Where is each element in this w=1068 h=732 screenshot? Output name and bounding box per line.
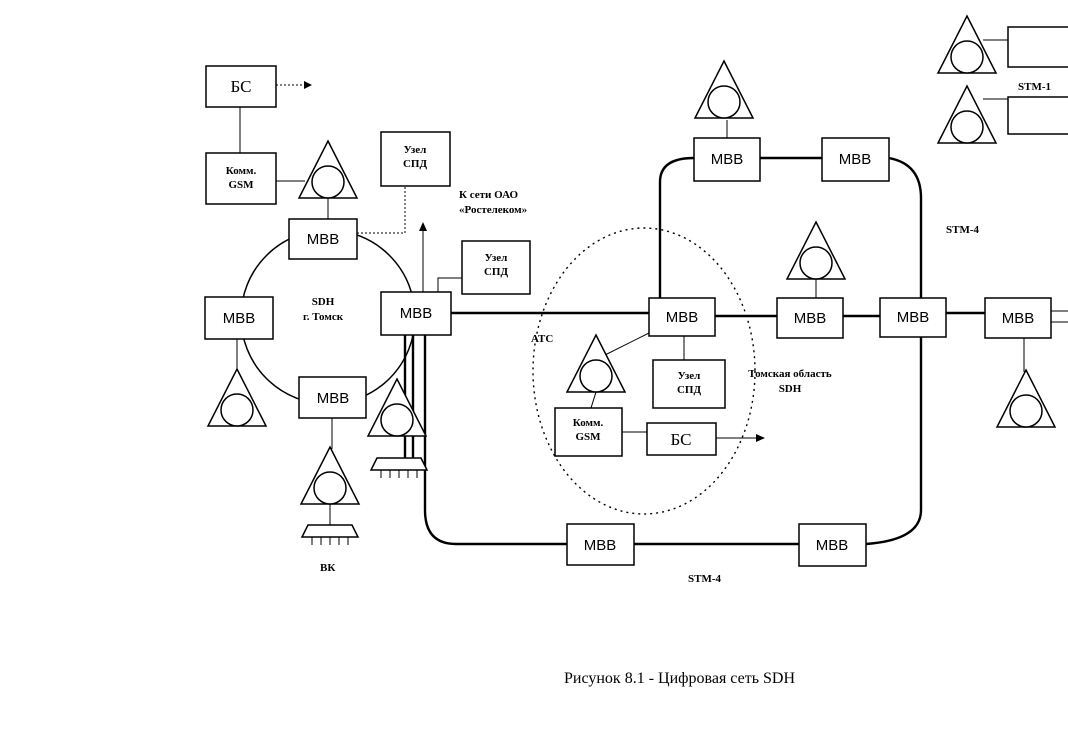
mbb-label: MBB	[666, 309, 699, 326]
mux-symbol	[369, 457, 429, 478]
spd-line2: СПД	[403, 158, 428, 170]
triangle-node	[936, 84, 998, 144]
mbb-node-region: MBB	[776, 297, 844, 339]
network-links	[236, 39, 1068, 546]
spd-line1: Узел	[404, 144, 427, 156]
triangle-node	[936, 14, 998, 74]
mbb-label: MBB	[1002, 310, 1035, 327]
bs-label: БС	[231, 77, 252, 96]
terminal-nodes	[206, 14, 1057, 505]
rostelecom-arrowhead	[419, 222, 427, 231]
mbb-node-city-top: MBB	[288, 218, 358, 260]
mbb-label: MBB	[584, 537, 617, 554]
spd-node-mid: Узел СПД	[461, 240, 531, 295]
comm-gsm-line1: Комм.	[573, 417, 604, 429]
spd-line1: Узел	[485, 252, 508, 264]
comm-gsm-line2: GSM	[228, 179, 254, 191]
stm4-label-upper: STM-4	[946, 224, 980, 236]
atc-region-ellipse	[532, 227, 756, 515]
rostelecom-line2: «Ростелеком»	[459, 204, 527, 216]
stm4-label-lower: STM-4	[688, 573, 722, 585]
stm1-legend-box-2	[1007, 96, 1068, 135]
vk-mux-symbol	[300, 524, 360, 545]
mbb-label: MBB	[711, 151, 744, 168]
mbb-node-upper-left: MBB	[693, 137, 761, 182]
atc-label: АТС	[531, 333, 553, 345]
spd-line2: СПД	[484, 266, 509, 278]
mbb-label: MBB	[307, 231, 340, 248]
mbb-node-city-hub: MBB	[380, 291, 452, 336]
ring-city-line1: SDH	[312, 296, 335, 308]
spd-line2: СПД	[677, 384, 702, 396]
upper-loop-right	[888, 156, 923, 298]
triangle-node	[995, 368, 1057, 428]
mbb-node-upper-right: MBB	[821, 137, 890, 182]
atc-triangle-link	[598, 329, 656, 359]
mbb-label: MBB	[317, 390, 350, 407]
spd-node-top: Узел СПД	[380, 131, 451, 187]
triangle-node	[693, 59, 755, 119]
triangle-node	[785, 220, 847, 280]
atc-gsm-link	[590, 391, 597, 409]
ring-city-line2: г. Томск	[303, 311, 344, 323]
spd-top-link	[357, 186, 406, 234]
triangle-node	[206, 367, 268, 427]
comm-gsm-node-atc: Комм. GSM	[554, 407, 623, 457]
spd-node-atc: Узел СПД	[652, 359, 726, 409]
comm-gsm-line1: Комм.	[226, 165, 257, 177]
mbb-label: MBB	[400, 305, 433, 322]
spd-line1: Узел	[678, 370, 701, 382]
mbb-label: MBB	[897, 309, 930, 326]
rostelecom-line1: К сети ОАО	[459, 189, 519, 201]
bs-node-top: БС	[205, 65, 277, 108]
mbb-label: MBB	[816, 537, 849, 554]
stm1-legend-box-1	[1007, 26, 1068, 68]
region-line2: SDH	[779, 383, 802, 395]
stm1-label: STM-1	[1018, 81, 1051, 93]
mbb-node-lower-right: MBB	[798, 523, 867, 567]
figure-caption: Рисунок 8.1 - Цифровая сеть SDH	[564, 670, 795, 687]
comm-gsm-node-top: Комм. GSM	[205, 152, 277, 205]
mbb-label: MBB	[839, 151, 872, 168]
mbb-node-city-left: MBB	[204, 296, 274, 340]
spd-mid-link	[437, 277, 462, 292]
bs-arrowhead	[756, 434, 765, 442]
triangle-node	[297, 139, 359, 199]
lower-loop-left	[423, 335, 567, 546]
triangle-node	[299, 445, 361, 505]
mbb-node-junction: MBB	[879, 297, 947, 338]
mbb-node-right: MBB	[984, 297, 1052, 339]
mbb-label: MBB	[223, 310, 256, 327]
mbb-node-city-bottom: MBB	[298, 376, 367, 419]
triangle-node	[565, 333, 627, 393]
lower-loop-right	[865, 337, 923, 546]
mbb-node-lower-left: MBB	[566, 523, 635, 566]
mbb-node-atc: MBB	[648, 297, 716, 337]
mbb-label: MBB	[794, 310, 827, 327]
region-line1: Томская область	[748, 368, 832, 380]
triangle-node	[366, 377, 428, 437]
bs-top-arrowhead	[304, 81, 312, 89]
comm-gsm-line2: GSM	[575, 431, 601, 443]
bs-node-atc: БС	[646, 422, 717, 456]
vk-label: ВК	[320, 562, 335, 574]
upper-loop-left	[658, 156, 695, 298]
bs-label: БС	[671, 430, 692, 449]
